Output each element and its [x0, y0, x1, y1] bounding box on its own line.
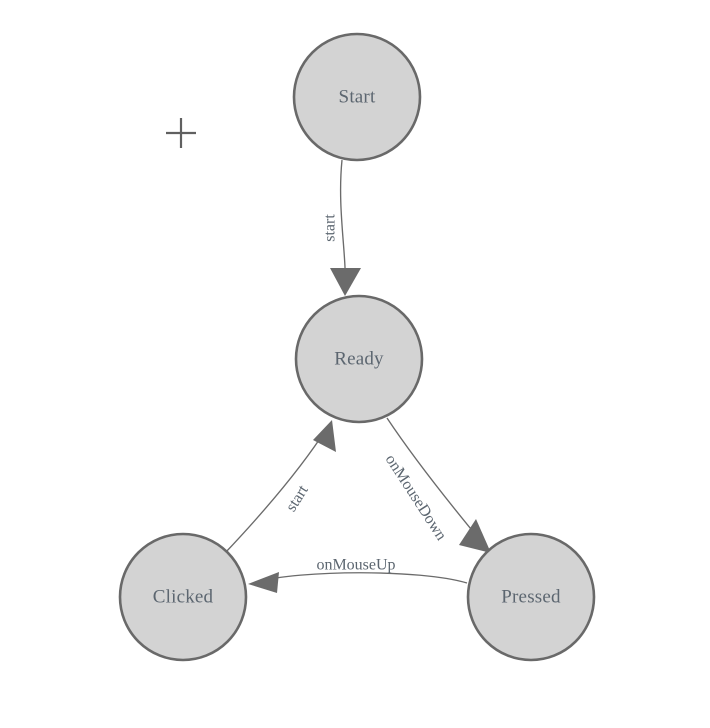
node-circle[interactable]: [294, 294, 424, 424]
node-circle[interactable]: [292, 32, 422, 162]
edge-line[interactable]: [224, 427, 328, 554]
node-circle[interactable]: [466, 532, 596, 662]
arrowhead-icon: [330, 268, 361, 296]
node-label: Ready: [334, 348, 384, 369]
arrowhead-icon: [313, 420, 336, 452]
node-circle[interactable]: [118, 532, 248, 662]
state-node-pressed[interactable]: Pressed: [466, 532, 596, 662]
state-node-ready[interactable]: Ready: [294, 294, 424, 424]
arrowhead-icon: [248, 572, 279, 593]
edge-clicked-to-ready[interactable]: start: [224, 420, 336, 554]
state-node-start[interactable]: Start: [292, 32, 422, 162]
crosshair-cursor-icon: [166, 118, 196, 148]
edge-label-on-mouse-down: onMouseDown: [382, 452, 450, 544]
state-node-clicked[interactable]: Clicked: [118, 532, 248, 662]
node-label: Clicked: [153, 586, 214, 607]
edge-pressed-to-clicked[interactable]: onMouseUp: [248, 557, 468, 593]
edge-ready-to-pressed[interactable]: onMouseDown: [382, 417, 491, 553]
edge-line[interactable]: [255, 572, 468, 584]
edge-label-on-mouse-up: onMouseUp: [316, 557, 395, 574]
arrowhead-icon: [459, 519, 491, 553]
node-label: Start: [339, 86, 376, 107]
edge-start-to-ready[interactable]: start: [322, 159, 361, 296]
edge-label-start-again: start: [283, 482, 312, 515]
node-layer: Start Ready Clicked Pressed: [118, 32, 596, 662]
node-label: Pressed: [501, 586, 561, 607]
edge-label-start: start: [322, 214, 339, 242]
